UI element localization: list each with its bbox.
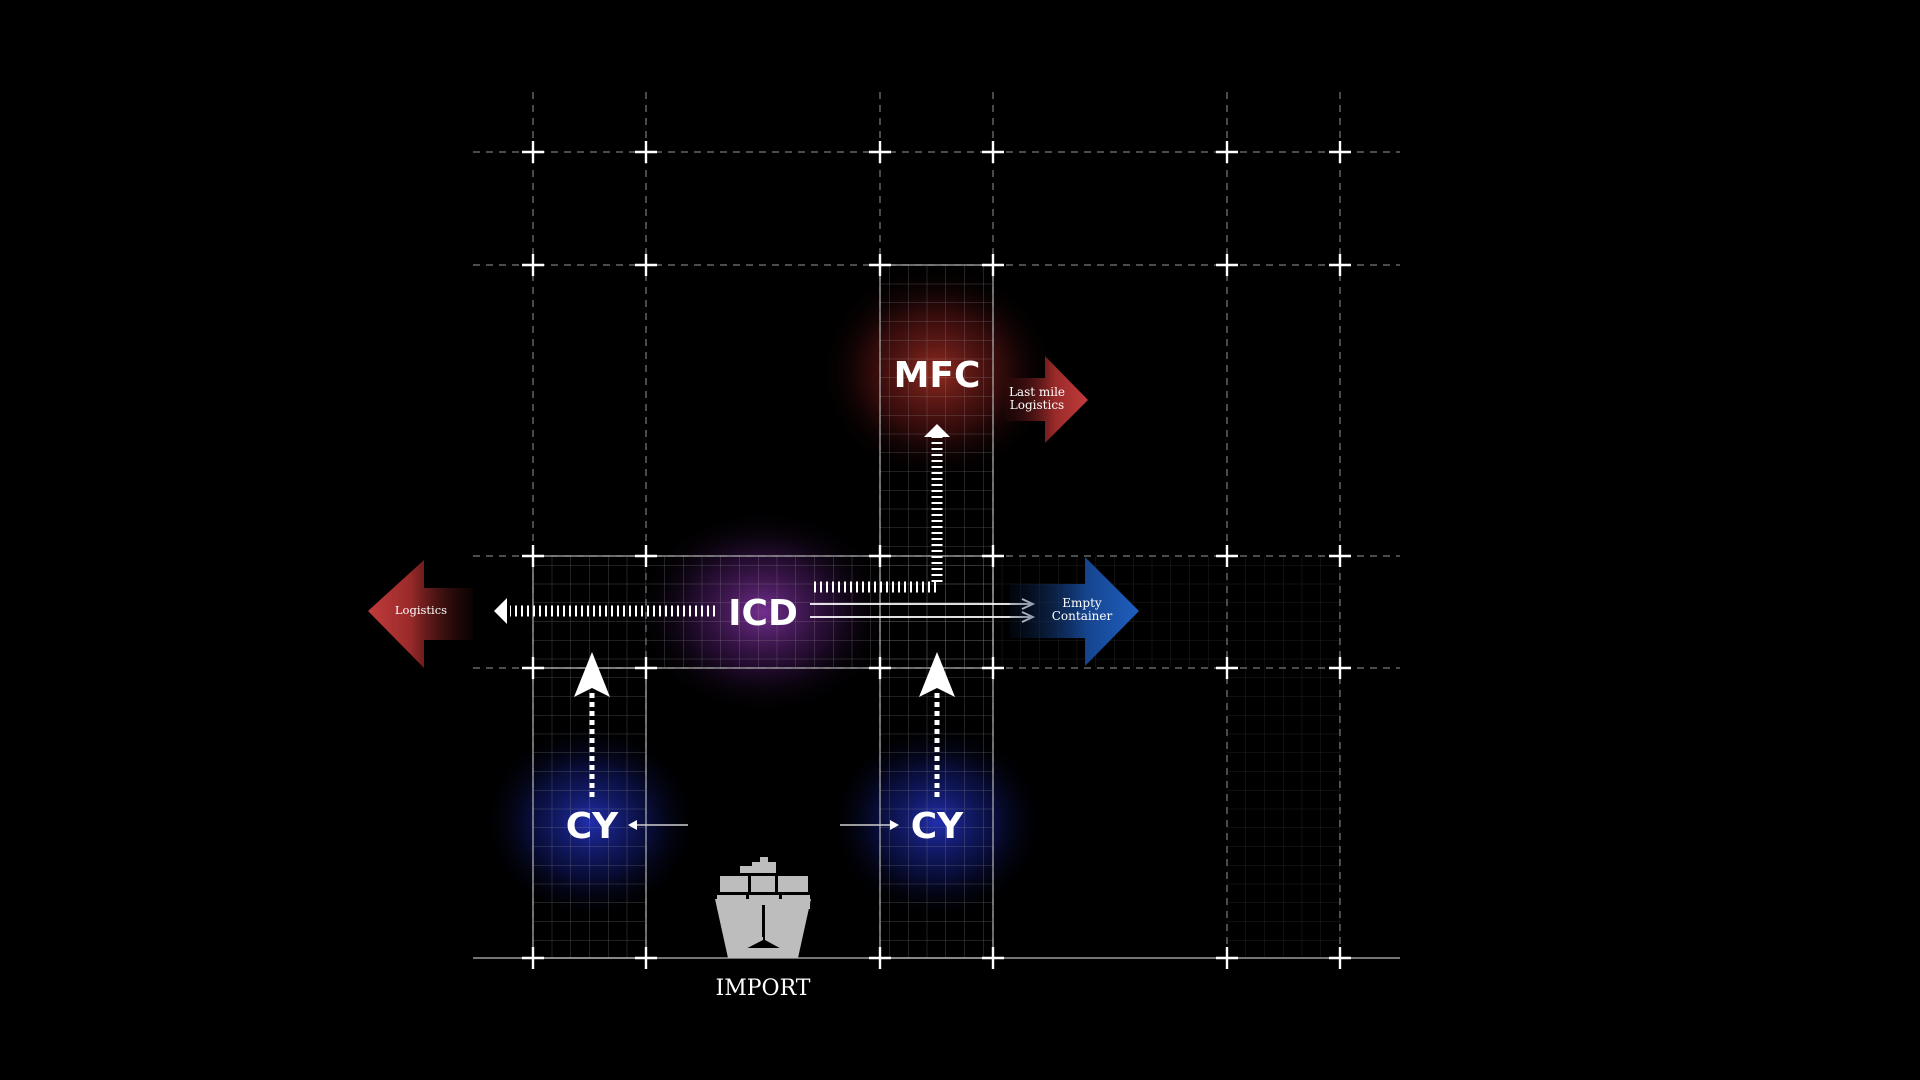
last-mile-label-line2: Logistics [1010,398,1064,412]
cy-left-label: CY [566,806,619,847]
crosshair-marker [982,947,1004,969]
cy-right-label: CY [911,806,964,847]
crosshair-marker [869,141,891,163]
crosshair-marker [1216,254,1238,276]
crosshair-marker [982,545,1004,567]
mfc-label: MFC [894,355,981,396]
ship-to-cy-right-arrowhead [890,820,899,830]
last-mile-label-line1: Last mile [1009,385,1065,399]
crosshair-marker [1329,254,1351,276]
last-mile-logistics-arrow [1005,356,1088,443]
empty-column-region [1227,668,1340,958]
empty-container-label-line1: Empty [1062,596,1102,610]
crosshair-marker [982,657,1004,679]
crosshair-marker [1216,545,1238,567]
crosshair-marker [869,947,891,969]
crosshair-markers [522,141,1351,969]
icd-label: ICD [728,593,798,634]
crosshair-marker [1216,947,1238,969]
logistics-arrow [368,560,473,668]
crosshair-marker [635,141,657,163]
crosshair-marker [522,141,544,163]
crosshair-marker [522,254,544,276]
crosshair-marker [982,254,1004,276]
cy-left-to-icd-arrowhead [574,652,610,697]
cy-left-column-region [532,667,647,959]
grid-regions [532,264,1340,959]
crosshair-marker [982,141,1004,163]
icd-to-mfc-arrowhead [924,424,950,437]
crosshair-marker [869,545,891,567]
crosshair-marker [522,545,544,567]
crosshair-marker [1216,657,1238,679]
empty-container-label-line2: Container [1052,609,1113,623]
crosshair-marker [635,254,657,276]
logistics-label: Logistics [395,603,447,617]
crosshair-marker [635,545,657,567]
flow-lines [494,424,1036,830]
empty-container-arrow [1010,557,1139,666]
crosshair-marker [1329,141,1351,163]
crosshair-marker [1329,947,1351,969]
crosshair-marker [522,657,544,679]
crosshair-marker [869,254,891,276]
crosshair-marker [869,657,891,679]
icd-to-logistics-arrowhead [494,598,507,624]
ship-to-cy-left-arrowhead [628,820,637,830]
crosshair-marker [635,947,657,969]
crosshair-marker [635,657,657,679]
import-label: IMPORT [716,976,811,1001]
cy-right-to-icd-arrowhead [919,652,955,697]
crosshair-marker [1329,545,1351,567]
crosshair-marker [1216,141,1238,163]
container-ship-icon [715,857,811,958]
crosshair-marker [1329,657,1351,679]
crosshair-marker [522,947,544,969]
